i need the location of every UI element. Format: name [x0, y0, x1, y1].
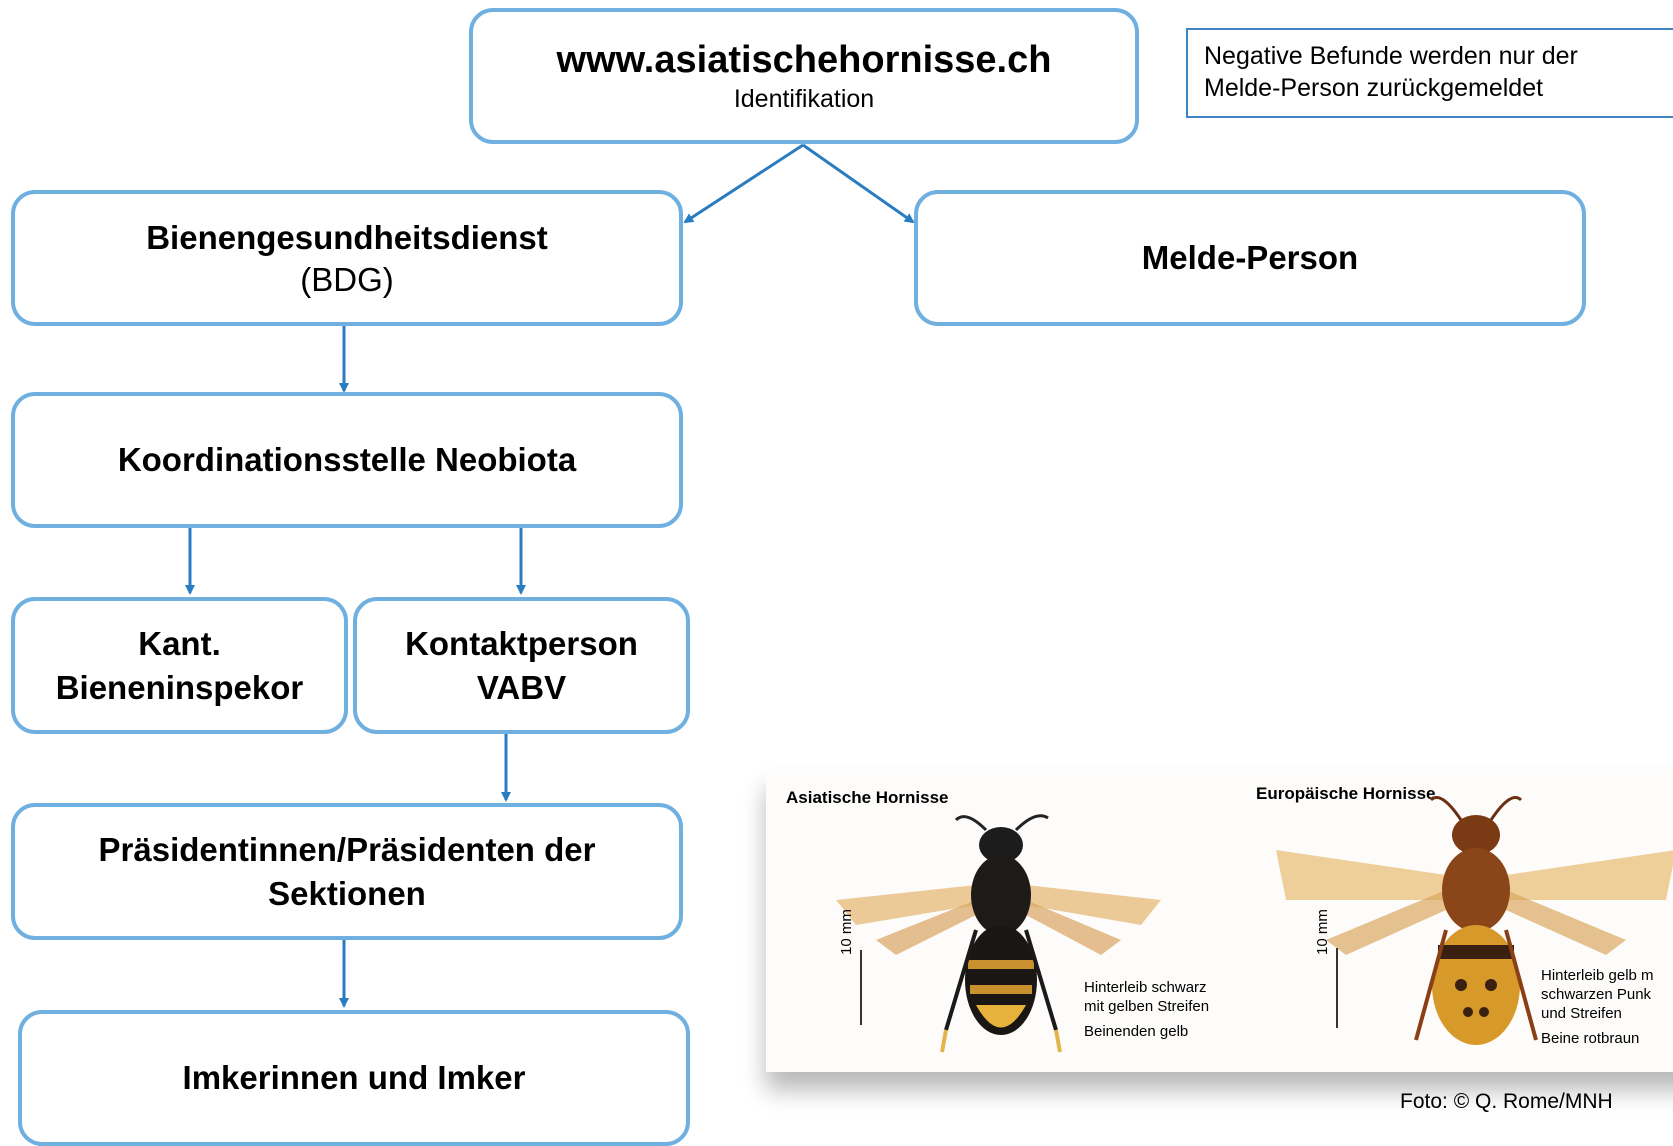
european-caption: Hinterleib gelb m schwarzen Punk und Str…: [1541, 966, 1654, 1048]
koord-title: Koordinationsstelle Neobiota: [117, 441, 577, 478]
asian-scale-label: 10 mm: [838, 909, 855, 955]
european-caption-1: Hinterleib gelb m: [1541, 967, 1654, 984]
european-caption-4: Beine rotbraun: [1541, 1030, 1640, 1047]
koord-box: Koordinationsstelle Neobiota: [11, 392, 683, 528]
website-box: www.asiatischehornisse.ch Identifikation: [469, 8, 1139, 144]
note-box: Negative Befunde werden nur der Melde-Pe…: [1186, 28, 1673, 118]
imker-box: Imkerinnen und Imker: [18, 1010, 690, 1146]
european-scale-label: 10 mm: [1314, 909, 1331, 955]
asian-caption-3: Beinenden gelb: [1084, 1023, 1189, 1040]
bdg-box: Bienengesundheitsdienst (BDG): [11, 190, 683, 326]
asian-scale-bar: [860, 950, 862, 1025]
asian-caption-2: mit gelben Streifen: [1084, 998, 1210, 1015]
praes-line2: Sektionen: [268, 874, 426, 912]
european-hornet-label: Europäische Hornisse: [1256, 784, 1436, 803]
kant-line1: Kant.: [138, 624, 221, 662]
website-subtitle: Identifikation: [733, 85, 875, 113]
bdg-title: Bienengesundheitsdienst: [146, 219, 548, 256]
kant-box: Kant. Bieneninspekor: [11, 597, 348, 734]
website-title: www.asiatischehornisse.ch: [556, 39, 1052, 81]
praes-line1: Präsidentinnen/Präsidenten der: [98, 830, 596, 868]
arrow-top-to-bdg: [683, 143, 804, 224]
asian-hornet-image: [836, 814, 1161, 1053]
hornet-photo: Asiatische Hornisse Europäische Hornisse…: [766, 770, 1673, 1072]
european-caption-2: schwarzen Punk: [1541, 986, 1652, 1003]
european-caption-3: und Streifen: [1541, 1005, 1622, 1022]
kant-line2: Bieneninspekor: [55, 668, 304, 706]
asian-hornet-label: Asiatische Hornisse: [786, 788, 949, 807]
praes-box: Präsidentinnen/Präsidenten der Sektionen: [11, 803, 683, 940]
arrow-top-to-melde: [802, 143, 915, 224]
european-hornet-image: [1276, 796, 1673, 1045]
asian-caption: Hinterleib schwarz mit gelben Streifen B…: [1084, 978, 1209, 1041]
melde-title: Melde-Person: [1141, 239, 1359, 276]
imker-title: Imkerinnen und Imker: [182, 1059, 526, 1096]
kontakt-box: Kontaktperson VABV: [353, 597, 690, 734]
kontakt-line1: Kontaktperson: [405, 624, 638, 662]
asian-caption-1: Hinterleib schwarz: [1084, 979, 1207, 996]
european-scale-bar: [1336, 948, 1338, 1028]
melde-box: Melde-Person: [914, 190, 1586, 326]
kontakt-line2: VABV: [476, 668, 567, 706]
photo-credit: Foto: © Q. Rome/MNH: [1400, 1090, 1613, 1113]
bdg-subtitle: (BDG): [300, 261, 394, 298]
